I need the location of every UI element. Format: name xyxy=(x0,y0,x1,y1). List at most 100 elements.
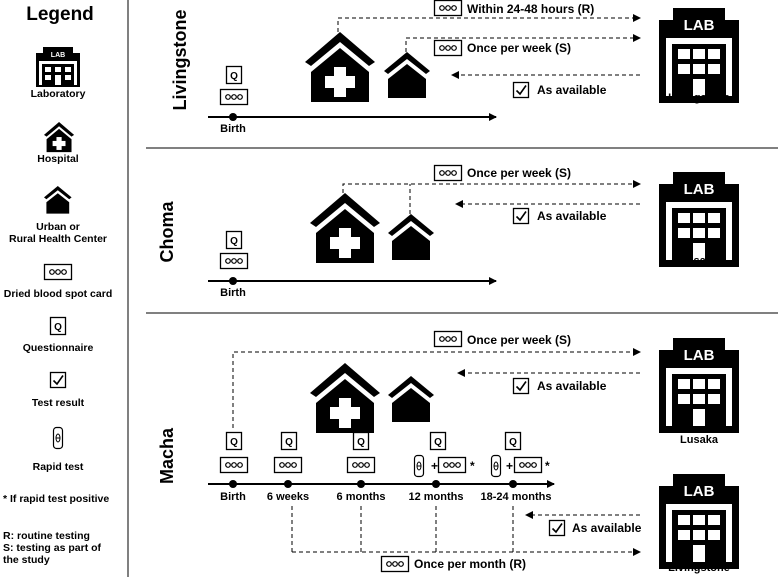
legend-urban-label-1: Urban or xyxy=(36,221,80,233)
arrow-within-24-48 xyxy=(337,14,641,32)
dbs-card-icon xyxy=(433,39,463,57)
macha-once-week-label: Once per week (S) xyxy=(467,333,571,347)
check-icon xyxy=(512,207,530,225)
plus-sign: + xyxy=(506,459,513,473)
timeline-dot xyxy=(229,113,237,121)
macha-lab-city-bottom: Livingstone xyxy=(668,562,730,574)
lab-icon: LAB xyxy=(659,8,739,103)
rapid-test-icon xyxy=(490,454,502,478)
check-icon xyxy=(512,81,530,99)
lab-icon-text: LAB xyxy=(684,181,715,198)
timeline-dot xyxy=(432,480,440,488)
rapid-test-icon xyxy=(52,426,64,450)
health-center-icon xyxy=(384,52,430,98)
choma-birth-label: Birth xyxy=(220,287,246,299)
questionnaire-icon xyxy=(352,431,370,451)
legend-s-note-2: the study xyxy=(3,554,50,566)
dbs-card-icon xyxy=(380,555,410,573)
livingstone-lab-city: Livingstone xyxy=(668,92,730,104)
dbs-card-icon xyxy=(433,0,463,17)
dbs-card-icon xyxy=(273,456,303,474)
livingstone-within-label: Within 24-48 hours (R) xyxy=(467,2,594,16)
macha-as-available-top-label: As available xyxy=(537,379,607,393)
health-center-icon xyxy=(44,186,72,214)
legend-laboratory-label: Laboratory xyxy=(31,88,86,100)
arrow-once-week xyxy=(405,34,641,52)
questionnaire-icon xyxy=(225,431,243,451)
macha-once-month-label: Once per month (R) xyxy=(414,557,526,571)
macha-section: Macha Once per week (S) As available Bir… xyxy=(157,330,739,574)
lab-icon: LAB xyxy=(659,474,739,569)
laboratory-icon-text: LAB xyxy=(51,52,65,59)
macha-as-available-bottom-label: As available xyxy=(572,521,642,535)
macha-timeline-label: 12 months xyxy=(408,491,463,503)
dbs-card-icon xyxy=(513,456,543,474)
check-icon xyxy=(512,377,530,395)
asterisk: * xyxy=(545,459,550,473)
health-center-icon xyxy=(388,214,434,260)
health-center-icon xyxy=(388,376,434,422)
laboratory-icon: LAB xyxy=(36,47,80,87)
dbs-card-icon xyxy=(346,456,376,474)
livingstone-once-week-label: Once per week (S) xyxy=(467,41,571,55)
legend-rapid-test-label: Rapid test xyxy=(33,461,84,473)
legend-panel: Legend LAB Laboratory Hospital Urban or … xyxy=(3,4,112,566)
choma-as-available-label: As available xyxy=(537,209,607,223)
timeline-dot xyxy=(229,277,237,285)
dbs-card-icon xyxy=(219,456,249,474)
legend-hospital-label: Hospital xyxy=(37,153,79,165)
hospital-icon xyxy=(310,363,380,433)
timeline-dot xyxy=(284,480,292,488)
macha-site-label: Macha xyxy=(157,427,177,484)
check-icon xyxy=(49,371,67,389)
lab-icon: LAB xyxy=(659,172,739,267)
hospital-icon xyxy=(44,122,75,153)
dbs-card-icon xyxy=(219,88,249,106)
legend-dbs-label: Dried blood spot card xyxy=(4,288,113,300)
macha-timeline-label: 6 weeks xyxy=(267,491,309,503)
hospital-icon xyxy=(310,193,380,263)
choma-site-label: Choma xyxy=(157,201,177,263)
choma-section: Choma Birth Once per week (S) As availab… xyxy=(157,164,739,299)
questionnaire-icon xyxy=(504,431,522,451)
check-icon xyxy=(548,519,566,537)
timeline-dot xyxy=(357,480,365,488)
livingstone-as-available-label: As available xyxy=(537,83,607,97)
livingstone-site-label: Livingstone xyxy=(170,9,190,110)
questionnaire-icon xyxy=(280,431,298,451)
dbs-card-icon xyxy=(43,263,73,281)
macha-timeline-label: Birth xyxy=(220,491,246,503)
questionnaire-icon xyxy=(49,316,67,336)
asterisk: * xyxy=(470,459,475,473)
legend-questionnaire-label: Questionnaire xyxy=(23,342,94,354)
questionnaire-icon xyxy=(225,230,243,250)
macha-timeline-label: 18-24 months xyxy=(481,491,552,503)
choma-lab-city: Lusaka xyxy=(680,255,719,267)
timeline-dot xyxy=(229,480,237,488)
dbs-card-icon xyxy=(219,252,249,270)
dbs-card-icon xyxy=(433,164,463,182)
rapid-test-icon xyxy=(413,454,425,478)
choma-once-week-label: Once per week (S) xyxy=(467,166,571,180)
lab-icon-text: LAB xyxy=(684,347,715,364)
dbs-card-icon xyxy=(433,330,463,348)
legend-heading: Legend xyxy=(26,4,94,25)
livingstone-birth-label: Birth xyxy=(220,123,246,135)
livingstone-section: Livingstone Birth Within 24-48 hours (R)… xyxy=(170,0,739,135)
legend-footnote: * If rapid test positive xyxy=(3,493,109,505)
lab-icon-text: LAB xyxy=(684,17,715,34)
hospital-icon xyxy=(305,32,375,102)
questionnaire-icon xyxy=(429,431,447,451)
lab-icon-text: LAB xyxy=(684,483,715,500)
legend-r-note: R: routine testing xyxy=(3,530,90,542)
lab-icon: LAB xyxy=(659,338,739,433)
timeline-dot xyxy=(509,480,517,488)
plus-sign: + xyxy=(431,459,438,473)
legend-s-note-1: S: testing as part of xyxy=(3,542,102,554)
macha-timeline-label: 6 months xyxy=(337,491,386,503)
questionnaire-icon xyxy=(225,65,243,85)
macha-lab-city-top: Lusaka xyxy=(680,434,719,446)
arrow-once-week xyxy=(342,180,641,193)
dbs-card-icon xyxy=(437,456,467,474)
